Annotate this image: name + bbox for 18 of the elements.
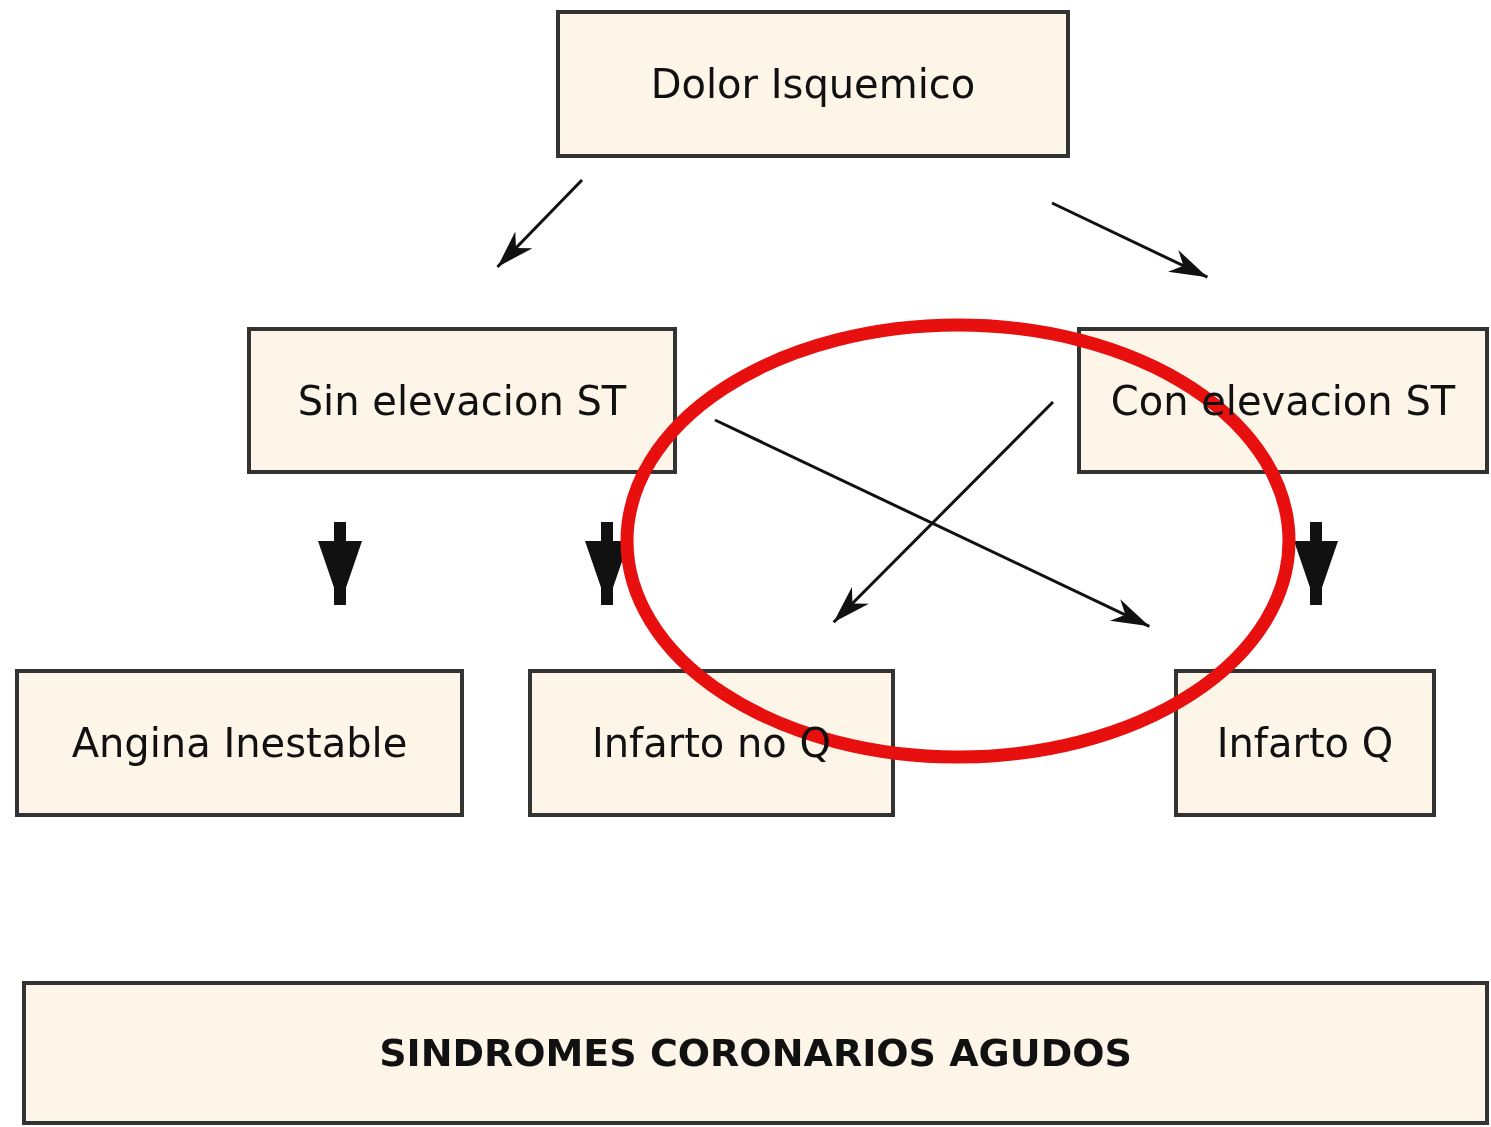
process-box xyxy=(22,981,1489,1125)
process-box xyxy=(1077,327,1489,474)
process-box xyxy=(15,669,464,817)
arrow xyxy=(832,400,1055,624)
arrow xyxy=(318,522,362,605)
arrow xyxy=(714,418,1151,628)
process-box xyxy=(556,10,1070,158)
banner-text: SINDROMES CORONARIOS AGUDOS xyxy=(379,1031,1132,1075)
arrow xyxy=(496,178,584,269)
process-box xyxy=(1174,669,1436,817)
node-label: Infarto Q xyxy=(1216,720,1394,766)
process-box xyxy=(247,327,677,474)
node-label: Dolor Isquemico xyxy=(650,61,976,107)
arrow xyxy=(1294,522,1338,605)
arrow xyxy=(1051,201,1209,279)
node-label: Sin elevacion ST xyxy=(297,377,627,424)
node-label: Angina Inestable xyxy=(71,720,408,766)
process-box xyxy=(528,669,895,817)
